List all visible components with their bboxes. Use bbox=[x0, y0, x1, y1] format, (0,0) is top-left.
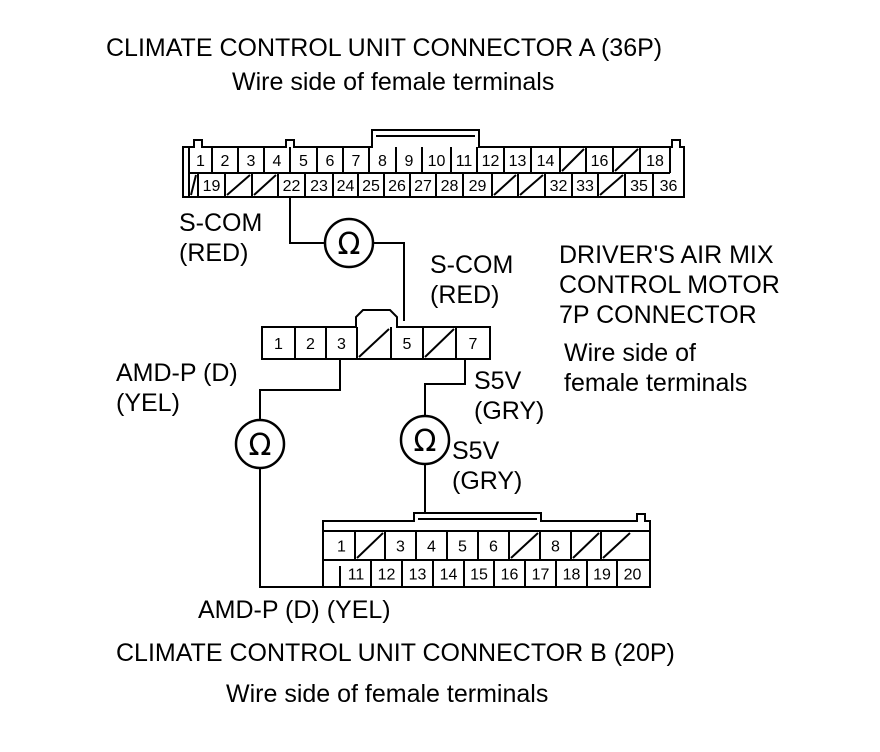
ohm-symbol: Ω bbox=[249, 428, 272, 463]
wire-s5v-motor bbox=[424, 359, 466, 416]
motor-connector-title: DRIVER'S AIR MIX CONTROL MOTOR 7P CONNEC… bbox=[559, 241, 780, 329]
connector-a-pin-2: 2 bbox=[221, 153, 230, 170]
connector-a-pin-33: 33 bbox=[576, 178, 594, 195]
amdp-motor-wire-label: AMD-P (D) (YEL) bbox=[116, 359, 238, 417]
unused-pin-slash bbox=[599, 174, 624, 196]
connector-b-pin-5: 5 bbox=[458, 539, 467, 556]
connector-a-pin-9: 9 bbox=[405, 153, 414, 170]
ohmmeter-icon bbox=[323, 217, 375, 269]
motor-connector-pin-3: 3 bbox=[337, 336, 346, 353]
ohmmeter-icon bbox=[399, 414, 451, 466]
connector-b-pin-4: 4 bbox=[427, 539, 436, 556]
connector-a-pin-12: 12 bbox=[482, 153, 500, 170]
ohmmeter-amdp: Ω bbox=[234, 418, 286, 470]
connector-a-pin-5: 5 bbox=[299, 153, 308, 170]
connector-a-pin-27: 27 bbox=[414, 178, 432, 195]
ohm-symbol: Ω bbox=[414, 424, 437, 459]
connector-a-pin-14: 14 bbox=[537, 153, 555, 170]
connector-b-pin-3: 3 bbox=[396, 539, 405, 556]
connector-b-pin-17: 17 bbox=[532, 567, 550, 584]
connector-a-pin-3: 3 bbox=[247, 153, 256, 170]
scom-wire-label: S-COM (RED) bbox=[179, 209, 263, 267]
connector-b-pin-16: 16 bbox=[501, 567, 519, 584]
unused-pin-slash bbox=[190, 174, 197, 196]
unused-pin-slash bbox=[561, 148, 585, 172]
motor-connector-pin-2: 2 bbox=[306, 336, 315, 353]
connector-b-pin-6: 6 bbox=[489, 539, 498, 556]
wires bbox=[259, 197, 466, 588]
wire-scom-motor bbox=[373, 242, 405, 321]
ohmmeter-icon bbox=[234, 418, 286, 470]
connector-a-pin-6: 6 bbox=[326, 153, 335, 170]
unused-pin-slash bbox=[356, 532, 384, 559]
connector-b-pin-15: 15 bbox=[470, 567, 488, 584]
connector-a-pin-23: 23 bbox=[310, 178, 328, 195]
connector-a-pin-24: 24 bbox=[337, 178, 355, 195]
s5v-motor-wire-label: S5V (GRY) bbox=[474, 367, 545, 425]
connector-a-pin-10: 10 bbox=[428, 153, 446, 170]
scom-motor-wire-label: S-COM (RED) bbox=[430, 251, 514, 309]
unused-pin-slash bbox=[493, 174, 517, 196]
connector-b-pin-20: 20 bbox=[624, 567, 642, 584]
connector-a-pin-32: 32 bbox=[550, 178, 568, 195]
connector-a-pin-11: 11 bbox=[456, 153, 473, 170]
unused-pin-slash bbox=[358, 328, 390, 358]
connector-b-title: CLIMATE CONTROL UNIT CONNECTOR B (20P) bbox=[116, 639, 675, 667]
connector-a-outline bbox=[182, 129, 685, 198]
unused-pin-slash bbox=[253, 174, 277, 196]
unused-pin-slash bbox=[424, 328, 455, 358]
wire-amdp-motor bbox=[259, 359, 341, 420]
motor-connector-7p: 1 2 3 5 7 bbox=[261, 309, 491, 360]
motor-connector-subtitle: Wire side of female terminals bbox=[564, 339, 748, 397]
unused-pin-slash bbox=[614, 148, 639, 172]
unused-pin-slash bbox=[602, 532, 631, 559]
motor-connector-pin-5: 5 bbox=[403, 336, 412, 353]
connector-a-pin-25: 25 bbox=[362, 178, 380, 195]
connector-a-pin-8: 8 bbox=[378, 153, 387, 170]
unused-pin-slash bbox=[510, 532, 539, 559]
connector-b-pin-19: 19 bbox=[593, 567, 611, 584]
connector-b-pin-18: 18 bbox=[563, 567, 581, 584]
connector-b-pin-13: 13 bbox=[409, 567, 427, 584]
motor-connector-pin-7: 7 bbox=[469, 336, 478, 353]
connector-a-pin-26: 26 bbox=[388, 178, 406, 195]
connector-b-pin-1: 1 bbox=[337, 539, 346, 556]
connector-b-subtitle: Wire side of female terminals bbox=[226, 680, 549, 708]
amdp-b-wire-label: AMD-P (D) (YEL) bbox=[198, 596, 391, 624]
ohmmeter-scom: Ω bbox=[323, 217, 375, 269]
motor-connector-pin-1: 1 bbox=[274, 336, 283, 353]
connector-a-pin-28: 28 bbox=[441, 178, 459, 195]
wire-scom bbox=[289, 197, 325, 244]
connector-a-pin-29: 29 bbox=[469, 178, 487, 195]
connector-b-pin-14: 14 bbox=[440, 567, 458, 584]
connector-b-pin-12: 12 bbox=[378, 567, 396, 584]
connector-a-pin-35: 35 bbox=[630, 178, 648, 195]
ohmmeter-s5v: Ω bbox=[399, 414, 451, 466]
connector-a-pin-18: 18 bbox=[646, 153, 664, 170]
connector-a-subtitle: Wire side of female terminals bbox=[232, 68, 555, 96]
connector-a-pin-16: 16 bbox=[591, 153, 609, 170]
connector-b-pin-11: 11 bbox=[348, 567, 365, 584]
connector-a-title: CLIMATE CONTROL UNIT CONNECTOR A (36P) bbox=[106, 34, 663, 62]
ohm-symbol: Ω bbox=[338, 227, 361, 262]
connector-a-pin-4: 4 bbox=[273, 153, 282, 170]
unused-pin-slash bbox=[519, 174, 544, 196]
connector-b-pin-8: 8 bbox=[551, 539, 560, 556]
unused-pin-slash bbox=[226, 174, 251, 196]
connector-a-pin-36: 36 bbox=[660, 178, 678, 195]
connector-a-pin-22: 22 bbox=[283, 178, 301, 195]
s5v-b-wire-label: S5V (GRY) bbox=[452, 437, 523, 495]
connector-a-pin-19: 19 bbox=[203, 178, 221, 195]
motor-connector-outline bbox=[261, 309, 491, 360]
unused-pin-slash bbox=[572, 532, 600, 559]
connector-a-pin-13: 13 bbox=[509, 153, 527, 170]
connector-a-pin-1: 1 bbox=[196, 153, 205, 170]
connector-b-outline bbox=[322, 512, 651, 588]
wire-amdp-b bbox=[259, 466, 341, 588]
connector-a-pin-7: 7 bbox=[352, 153, 361, 170]
